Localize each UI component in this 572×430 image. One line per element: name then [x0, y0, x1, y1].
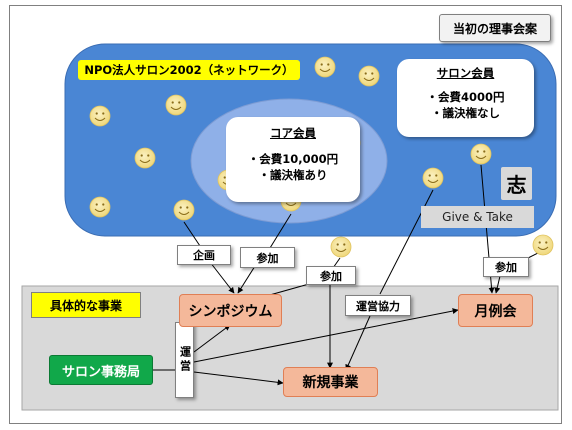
projects-heading: 具体的な事業 — [31, 292, 141, 318]
arrow-unei-to-monthly — [193, 308, 459, 363]
new-business-box: 新規事業 — [283, 367, 378, 397]
arrow-smiley-to-kikaku — [183, 221, 201, 247]
arrow-kikaku-to-symposium — [209, 261, 235, 294]
member-smiley-icon — [134, 147, 156, 169]
member-smiley-icon — [330, 236, 352, 258]
arrow-unei-kyoryoku-to-newbiz — [345, 315, 371, 371]
salon-member-vote: ・議決権なし — [431, 106, 500, 120]
core-member-title: コア会員 — [270, 126, 316, 140]
label-unei-kyoryoku: 運営協力 — [345, 295, 411, 316]
label-unei: 運営 — [175, 322, 194, 398]
member-smiley-icon — [89, 105, 111, 127]
diagram-frame — [9, 5, 562, 424]
kokorozashi-box: 志 — [501, 167, 532, 200]
member-smiley-icon — [422, 167, 444, 189]
salon-member-fee: ・会費4000円 — [426, 90, 505, 104]
member-smiley-icon — [314, 56, 336, 78]
label-sanka-3: 参加 — [483, 257, 529, 277]
core-member-fee: ・会費10,000円 — [247, 152, 339, 166]
member-smiley-icon — [358, 65, 380, 87]
salon-member-box: サロン会員 ・会費4000円 ・議決権なし — [397, 59, 534, 137]
salon-title: NPO法人サロン2002（ネットワーク） — [78, 60, 300, 80]
header-box: 当初の理事会案 — [439, 14, 551, 42]
label-sanka-2: 参加 — [306, 266, 356, 285]
give-take-box: Give & Take — [421, 206, 534, 228]
member-smiley-icon — [89, 196, 111, 218]
symposium-box: シンポジウム — [179, 294, 282, 327]
monthly-meeting-box: 月例会 — [458, 294, 533, 327]
member-smiley-icon — [470, 143, 492, 165]
label-sanka-1: 参加 — [240, 247, 295, 268]
arrow-unei-to-newbiz — [193, 371, 284, 386]
label-kikaku: 企画 — [177, 245, 231, 265]
arrow-smiley-to-sanka1 — [269, 213, 292, 249]
arrow-sanka3-to-monthly — [494, 275, 501, 294]
salon-member-title: サロン会員 — [436, 66, 495, 80]
member-smiley-icon — [173, 199, 195, 221]
member-smiley-icon — [165, 94, 187, 116]
core-member-box: コア会員 ・会費10,000円 ・議決権あり — [226, 117, 360, 202]
core-member-vote: ・議決権あり — [258, 168, 328, 182]
member-smiley-icon — [532, 234, 554, 256]
salon-office-box: サロン事務局 — [49, 355, 153, 385]
arrow-sanka1-to-symposium — [237, 265, 256, 294]
arrow-unei-to-symposium — [193, 324, 231, 353]
